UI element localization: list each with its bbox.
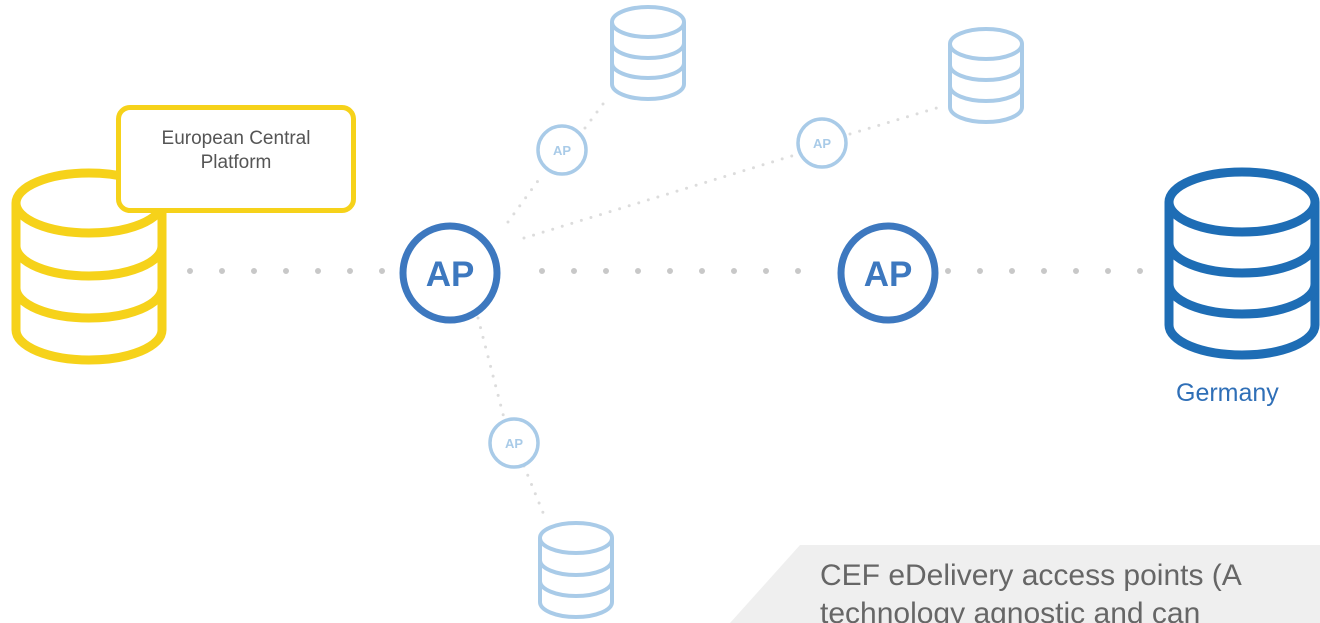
central-platform-label-line1: European Central [161, 128, 311, 149]
connectors [187, 98, 1148, 522]
caption-line2: technology agnostic and can [820, 597, 1201, 623]
central-platform-label: European Central Platform [116, 105, 356, 213]
central-platform-database-icon [11, 168, 167, 365]
access-point-icon [488, 417, 540, 469]
access-point-south: AP [488, 417, 540, 469]
access-point-icon [796, 117, 848, 169]
access-point-label: AP [553, 143, 571, 158]
access-point-northeast: AP [796, 117, 848, 169]
north-database-icon [610, 5, 686, 101]
country-label: Germany [1176, 379, 1279, 407]
connector-ap-to-south-ap [476, 316, 506, 420]
access-point-main-left: AP [399, 222, 501, 324]
connector-south-ap-to-db [522, 464, 548, 522]
central-platform-label-line2: Platform [200, 152, 272, 173]
caption-line1: CEF eDelivery access points (A [820, 559, 1242, 592]
south-database-icon [538, 521, 614, 619]
caption-box: CEF eDelivery access points (A technolog… [730, 545, 1320, 623]
access-point-icon [399, 222, 501, 324]
connector-north-ap-to-db [583, 98, 608, 130]
access-point-main-right: AP [837, 222, 939, 324]
connector-ap-to-north-ap [506, 176, 542, 224]
access-point-label: AP [813, 136, 831, 151]
access-point-label: AP [426, 255, 475, 294]
caption-text: CEF eDelivery access points (A technolog… [820, 557, 1320, 623]
access-point-icon [536, 124, 588, 176]
access-point-label: AP [864, 255, 913, 294]
access-point-label: AP [505, 436, 523, 451]
northeast-database-icon [948, 27, 1024, 124]
access-point-icon [837, 222, 939, 324]
access-point-north: AP [536, 124, 588, 176]
connector-northeast-ap-to-db [848, 105, 942, 136]
germany-database-icon [1164, 167, 1320, 360]
